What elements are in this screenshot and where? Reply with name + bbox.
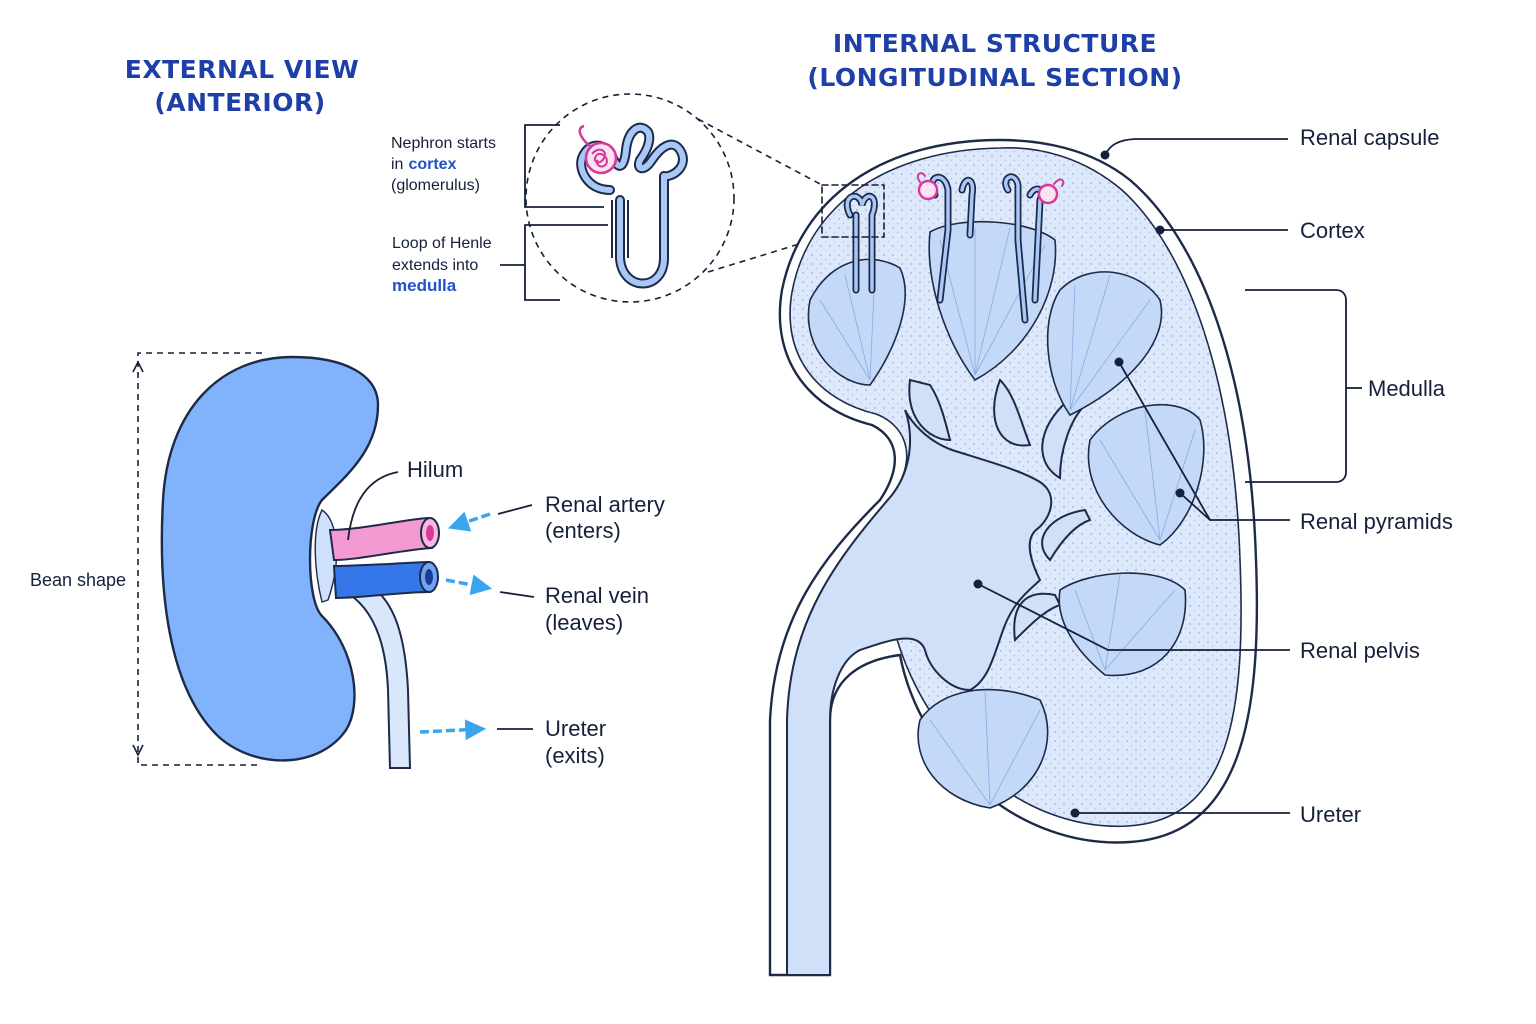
renal-pyramids-group [807,220,1205,809]
renal-artery-lumen [426,525,434,541]
renal-vein-lumen [425,569,433,585]
renal-pelvis-leader [977,583,1290,651]
hilum-label: Hilum [407,457,463,482]
internal-title-line2: (LONGITUDINAL SECTION) [807,63,1182,92]
internal-title-line1: INTERNAL STRUCTURE [833,29,1157,58]
nephron-start-line3: (glomerulus) [391,177,480,194]
renal-vein-vessel [332,560,432,600]
external-kidney-body [160,355,380,762]
renal-capsule-leader [1104,138,1288,156]
renal-pyramids-label: Renal pyramids [1300,509,1453,534]
renal-pelvis-region [786,409,1053,976]
renal-artery-vessel [328,516,434,562]
artery-enters-arrow-icon [448,511,491,532]
renal-pelvis-label: Renal pelvis [1300,638,1420,663]
external-kidney: Bean shape Hilum Renal artery (enters) R… [26,352,665,769]
calyces [908,378,1092,643]
inset-glomerulus [584,141,618,175]
cortex-label: Cortex [1300,218,1365,243]
nephron-start-line1: Nephron starts [391,135,496,152]
loop-henle-line2: extends into [392,257,478,274]
medulla-bracket [1245,289,1347,483]
renal-artery-leader [497,504,533,515]
renal-vein-label: Renal vein [545,583,649,608]
renal-vein-note: (leaves) [545,610,623,635]
internal-structure-title: INTERNAL STRUCTURE (LONGITUDINAL SECTION… [807,29,1182,92]
cortex-glomerulus-2 [1037,183,1059,205]
bean-shape-label: Bean shape [30,570,126,590]
external-ureter-note: (exits) [545,743,605,768]
internal-kidney-section: Renal capsule Cortex Medulla Renal pyram… [768,125,1453,977]
renal-artery-note: (enters) [545,518,621,543]
bean-shape-bracket [137,352,262,766]
ureter-exits-arrow-icon [419,719,487,741]
external-title-line2: (ANTERIOR) [154,88,325,117]
bracket-arrow-down-icon [132,744,144,757]
loop-henle-line1: Loop of Henle [392,235,492,252]
loop-henle-bracket [524,224,608,301]
renal-capsule-label: Renal capsule [1300,125,1439,150]
external-view-title: EXTERNAL VIEW (ANTERIOR) [125,55,359,117]
medulla-label: Medulla [1368,376,1446,401]
cortex-glomerulus-1 [917,179,939,201]
renal-artery-label: Renal artery [545,492,665,517]
hilum-leader [347,471,399,541]
nephron-start-bracket [524,124,604,208]
external-ureter-label: Ureter [545,716,606,741]
bracket-arrow-up-icon [132,360,144,373]
renal-pyramids-leader [1118,361,1290,521]
cortex-nephrons [821,172,1065,324]
vein-leaves-arrow-icon [445,574,493,596]
loop-henle-emphasis: medulla [392,276,457,295]
internal-ureter-label: Ureter [1300,802,1361,827]
nephron-zoom-box [821,184,885,238]
renal-vein-leader [499,591,535,598]
inset-nephron [576,122,688,289]
external-title-line1: EXTERNAL VIEW [125,55,359,84]
inset-connector-top [697,118,823,186]
